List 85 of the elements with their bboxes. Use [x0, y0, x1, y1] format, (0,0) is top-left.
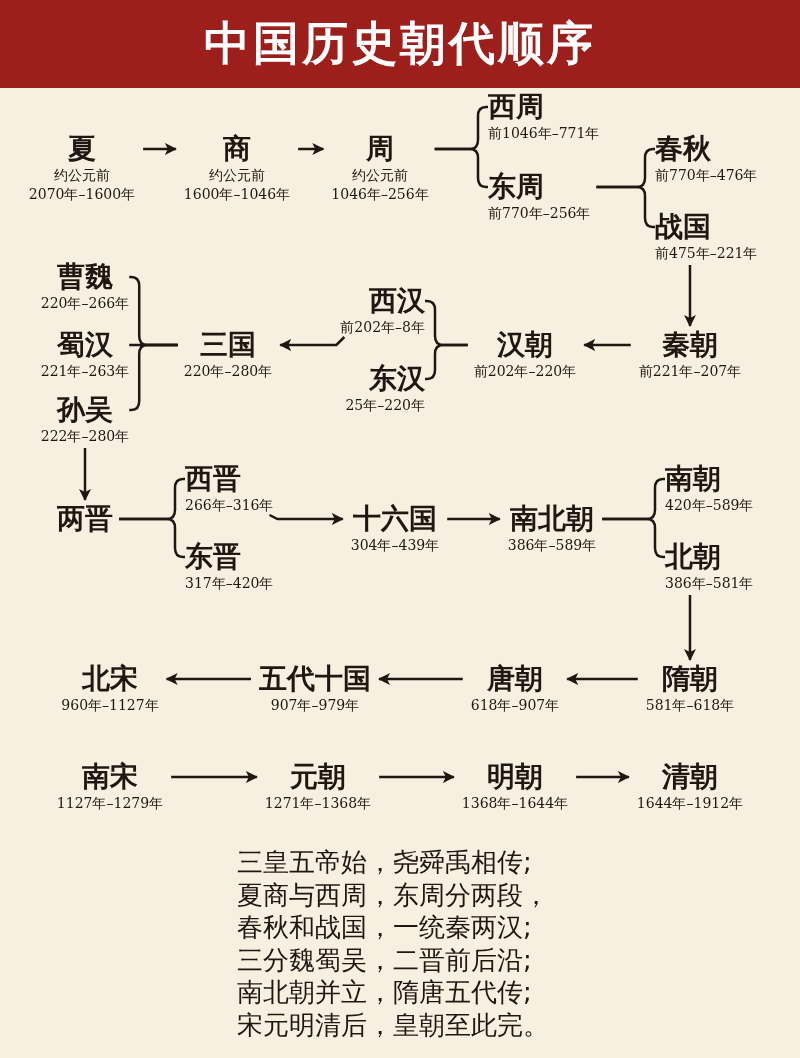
poem-line: 三皇五帝始，尧舜禹相传;: [237, 846, 532, 878]
date-range: 1644年–1912年: [636, 794, 744, 813]
date-range: 960年–1127年: [61, 696, 159, 715]
arrow: [378, 673, 463, 685]
dynasty-name: 西周: [488, 90, 545, 124]
date-range: 1127年–1279年: [56, 794, 164, 813]
arrow: [298, 143, 325, 155]
date-range: 约公元前: [351, 166, 409, 185]
date-range: 1271年–1368年: [264, 794, 372, 813]
date-range: 907年–979年: [269, 696, 361, 715]
arrow: [79, 448, 91, 501]
poem-line: 夏商与西周，东周分两段，: [237, 878, 549, 911]
date-range: 618年–907年: [470, 696, 560, 715]
dynasty-name: 清朝: [661, 760, 719, 794]
title: 中国历史朝代顺序: [204, 15, 596, 72]
date-range: 前475年–221年: [655, 244, 758, 263]
dynasty-name: 三国: [199, 328, 257, 362]
dynasty-name: 蜀汉: [56, 328, 114, 362]
dynasty-name: 唐朝: [486, 662, 544, 696]
date-range: 前202年–220年: [473, 362, 577, 381]
dynasty-name: 战国: [655, 210, 712, 244]
arrow: [447, 513, 501, 525]
arrow: [576, 771, 630, 783]
dynasty-name: 两晋: [57, 502, 113, 536]
dynasty-name: 南朝: [665, 462, 722, 496]
arrow: [566, 673, 638, 685]
poem-line: 春秋和战国，一统秦两汉;: [237, 911, 532, 943]
dynasty-name: 周: [365, 132, 395, 166]
arrow: [165, 673, 251, 685]
dynasty-name: 东晋: [185, 540, 242, 574]
date-range: 1046年–256年: [331, 185, 429, 204]
date-range: 1600年–1046年: [183, 185, 291, 204]
arrow: [583, 339, 631, 351]
dynasty-name: 西晋: [185, 462, 242, 496]
dynasty-name: 商: [222, 132, 252, 166]
arrow: [279, 336, 346, 351]
arrow: [171, 771, 258, 783]
date-range: 约公元前: [53, 166, 111, 185]
dynasty-name: 东周: [488, 170, 545, 204]
date-range: 222年–280年: [40, 427, 130, 446]
date-range: 前221年–207年: [638, 362, 742, 381]
dynasty-name: 秦朝: [661, 328, 719, 362]
dynasty-name: 元朝: [289, 760, 347, 794]
dynasty-name: 南北朝: [509, 502, 595, 536]
date-range: 420年–589年: [665, 496, 754, 515]
dynasty-name: 春秋: [655, 132, 712, 166]
dynasty-name: 南宋: [81, 760, 139, 794]
date-range: 386年–589年: [507, 536, 597, 555]
dynasty-name: 五代十国: [259, 662, 371, 696]
dynasty-name: 明朝: [486, 760, 544, 794]
date-range: 220年–266年: [40, 294, 130, 313]
date-range: 前770年–256年: [488, 204, 591, 223]
arrow: [379, 771, 455, 783]
date-range: 266年–316年: [185, 496, 274, 515]
date-range: 581年–618年: [645, 696, 735, 715]
date-range: 前770年–476年: [655, 166, 758, 185]
date-range: 2070年–1600年: [28, 185, 136, 204]
poem-line: 三分魏蜀吴，二晋前后沿;: [237, 943, 532, 976]
dynasty-name: 东汉: [368, 362, 425, 396]
date-range: 约公元前: [208, 166, 266, 185]
date-range: 1368年–1644年: [461, 794, 569, 813]
date-range: 386年–581年: [665, 574, 754, 593]
brace-connector: [424, 343, 468, 381]
dynasty-name: 隋朝: [661, 662, 719, 696]
date-range: 221年–263年: [40, 362, 130, 381]
date-range: 220年–280年: [183, 362, 273, 381]
poem-line: 南北朝并立，隋唐五代传;: [237, 976, 532, 1008]
poem-line: 宋元明清后，皇朝至此完。: [237, 1008, 549, 1041]
arrow: [268, 513, 344, 525]
date-range: 25年–220年: [345, 396, 425, 415]
dynasty-name: 北宋: [80, 662, 139, 696]
arrow: [684, 595, 696, 661]
date-range: 前1046年–771年: [488, 124, 600, 143]
dynasty-name: 孙吴: [55, 393, 114, 427]
arrow: [684, 265, 696, 327]
date-range: 317年–420年: [185, 574, 274, 593]
dynasty-name: 曹魏: [56, 260, 114, 294]
dynasty-name: 西汉: [368, 284, 425, 318]
dynasty-name: 北朝: [665, 540, 722, 574]
dynasty-name: 夏: [67, 132, 97, 166]
dynasty-name: 汉朝: [496, 328, 554, 362]
dynasty-name: 十六国: [352, 502, 438, 536]
arrow: [143, 143, 177, 155]
date-range: 前202年–8年: [340, 318, 425, 337]
date-range: 304年–439年: [350, 536, 440, 555]
